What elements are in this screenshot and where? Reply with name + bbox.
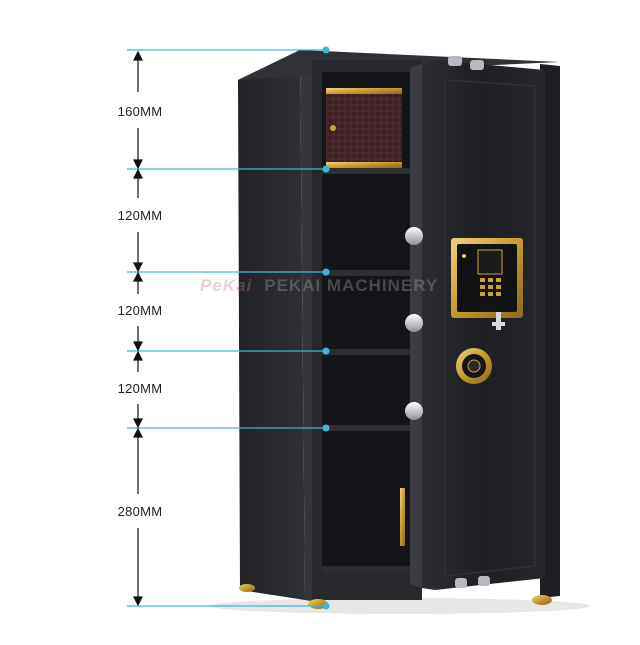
hinge-top [448,56,462,66]
key-icon [492,312,505,330]
foot-left [239,584,255,592]
combination-dial[interactable] [456,348,492,384]
dimension-guide-dots [322,46,330,610]
safe-door[interactable] [422,60,545,590]
hinge-top-2 [470,60,484,70]
inner-locker-box [326,88,402,168]
foot-front-right [532,595,552,605]
keypad-indicator-icon [462,254,466,258]
hinge-bottom [455,578,467,588]
locking-bolt-2 [405,314,423,332]
digital-keypad[interactable] [451,238,523,318]
locking-bolt-3 [405,402,423,420]
inner-locker-keyhole-icon [330,125,336,131]
safe-left-side [238,50,305,600]
safe-door-panel [444,79,536,577]
dimension-label-5: 280MM [117,504,163,519]
shelf-4 [322,425,412,431]
shelf-2 [322,270,412,276]
keypad-display [477,249,503,275]
shelf-1 [322,168,412,174]
dial-knob [467,359,481,373]
dimension-label-1: 160MM [117,104,163,119]
watermark: PeKai PEKAI MACHINERY [200,276,438,296]
shelf-3 [322,349,412,355]
dimension-label-4: 120MM [117,381,163,396]
locking-bolt-1 [405,227,423,245]
floor-shadow [210,598,590,614]
safe-bottom-plate [322,566,412,574]
dimension-guides [127,49,326,607]
hinge-bottom-2 [478,576,490,586]
inner-locker-gold-trim-top [326,88,402,94]
inner-locker-gold-trim-bottom [326,162,402,168]
dimension-label-2: 120MM [117,208,163,223]
dimension-label-3: 120MM [117,303,163,318]
watermark-text: PEKAI MACHINERY [264,276,439,295]
dimension-arrows [133,50,143,607]
lower-compartment-latch [400,488,405,546]
locking-bolts [405,227,423,420]
keypad-buttons [480,278,501,296]
watermark-brand: PeKai [200,276,253,295]
